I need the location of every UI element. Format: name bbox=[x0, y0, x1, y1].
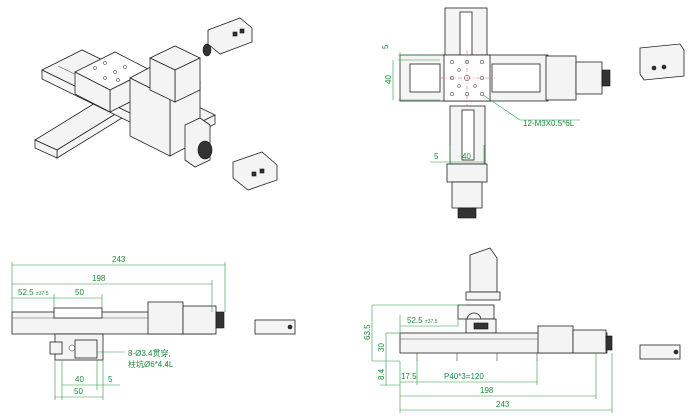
side-overall-dim: 243 bbox=[496, 400, 510, 409]
front-overall-dim: 243 bbox=[112, 255, 126, 264]
top-dim-5: 5 bbox=[381, 44, 390, 49]
top-dim-5-bottom: 5 bbox=[434, 152, 439, 161]
side-height-base: 8.4 bbox=[377, 368, 386, 380]
side-travel-dim: 198 bbox=[480, 386, 494, 395]
side-height-mid: 30 bbox=[377, 343, 386, 352]
thread-callout: 12-M3X0.5*6L bbox=[523, 119, 575, 128]
side-offset-dim: 52.5 bbox=[407, 316, 423, 325]
side-view: 63.5 30 8.4 52.5 ±37.5 17.5 P40*3=120 19… bbox=[363, 247, 681, 413]
front-travel-dim: 198 bbox=[92, 274, 106, 283]
side-offset-tol: ±37.5 bbox=[425, 319, 438, 325]
front-offset-dim: 52.5 bbox=[18, 288, 34, 297]
front-view: 243 198 52.5 ±37.5 50 8-Ø3.4贯穿, 柱坑Ø6*4.4… bbox=[11, 255, 296, 400]
front-stage-dim: 50 bbox=[75, 288, 84, 297]
front-base-dim-5: 5 bbox=[108, 375, 113, 384]
front-base-dim-40: 40 bbox=[75, 375, 84, 384]
isometric-view bbox=[34, 17, 278, 191]
side-start-dim: 17.5 bbox=[401, 372, 417, 381]
top-dim-40-vertical: 40 bbox=[384, 75, 393, 84]
side-pitch-dim: P40*3=120 bbox=[444, 372, 484, 381]
front-base-dim-50: 50 bbox=[74, 387, 83, 396]
side-height-total: 63.5 bbox=[363, 324, 372, 340]
hole-note-line1: 8-Ø3.4贯穿, bbox=[128, 348, 171, 358]
hole-note-line2: 柱坑Ø6*4.4L bbox=[128, 359, 174, 369]
top-view: 5 40 5 40 12-M3X0.5*6L bbox=[381, 7, 685, 219]
front-offset-tol: ±37.5 bbox=[36, 291, 49, 297]
top-dim-40-bottom: 40 bbox=[462, 152, 471, 161]
